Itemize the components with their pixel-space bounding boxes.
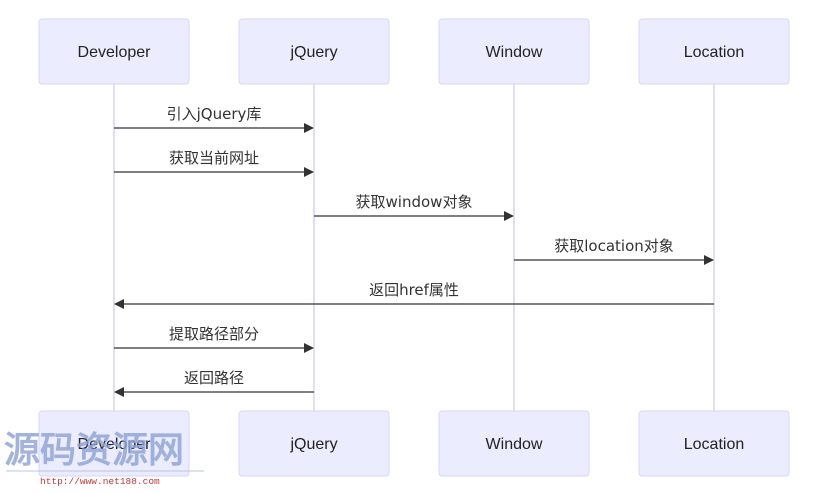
watermark-text: 源码资源网 [4,429,184,471]
actor-location-top: Location [638,18,790,85]
actor-jquery-top: jQuery [238,18,390,85]
message-label: 提取路径部分 [169,325,259,343]
actor-label: Location [684,44,745,61]
actor-developer-bottom: Developer [38,410,190,477]
actor-label: Developer [78,44,152,61]
actor-label: jQuery [289,44,337,61]
message-get-location: 获取location对象 [514,237,714,265]
message-extract-path: 提取路径部分 [114,325,314,353]
actor-location-bottom: Location [638,410,790,477]
actor-developer-top: Developer [38,18,190,85]
message-get-window: 获取window对象 [314,193,514,221]
actor-window-bottom: Window [438,410,590,477]
actor-label: Location [684,436,745,453]
message-label: 获取location对象 [554,237,674,255]
message-get-current-url: 获取当前网址 [114,149,314,177]
message-label: 引入jQuery库 [167,105,262,123]
actor-jquery-bottom: jQuery [238,410,390,477]
message-return-path: 返回路径 [114,369,314,397]
message-label: 获取当前网址 [169,149,259,167]
watermark: 源码资源网 http://www.net188.com [4,429,204,487]
watermark-url: http://www.net188.com [40,476,160,487]
message-label: 返回路径 [184,369,244,387]
message-label: 获取window对象 [356,193,473,211]
message-import-jquery: 引入jQuery库 [114,105,314,133]
actor-label: jQuery [289,436,337,453]
message-return-href: 返回href属性 [114,281,714,309]
actor-label: Window [486,44,543,61]
message-label: 返回href属性 [369,281,459,299]
actor-label: Window [486,436,543,453]
actor-window-top: Window [438,18,590,85]
actor-label: Developer [78,436,152,453]
